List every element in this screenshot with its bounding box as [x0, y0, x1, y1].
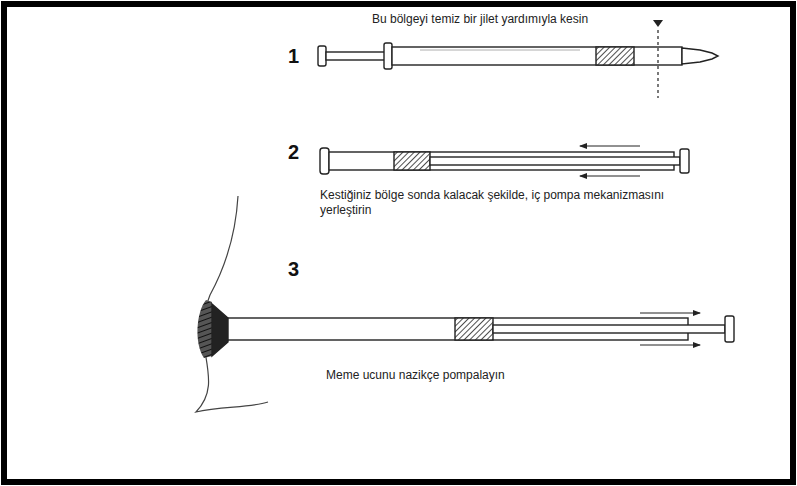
nipple [197, 300, 212, 358]
motion-arrows [640, 313, 700, 345]
callout-number: 2 [288, 140, 299, 165]
cut-line [657, 30, 658, 98]
frame [4, 4, 793, 482]
motion-arrows [580, 146, 640, 176]
instruction-text: Meme ucunu nazikçe pompalayın [326, 368, 505, 383]
breast-outline [196, 196, 268, 412]
instruction-text: Bu bölgeyi temiz bir jilet yardımıyla ke… [372, 12, 588, 27]
syringe-3 [212, 304, 734, 356]
callout-number: 3 [288, 257, 299, 282]
callout-number: 1 [288, 44, 299, 69]
cut-marker [653, 20, 663, 27]
syringe-2 [320, 148, 689, 174]
instruction-text: Kestiğiniz bölge sonda kalacak şekilde, … [320, 188, 700, 218]
